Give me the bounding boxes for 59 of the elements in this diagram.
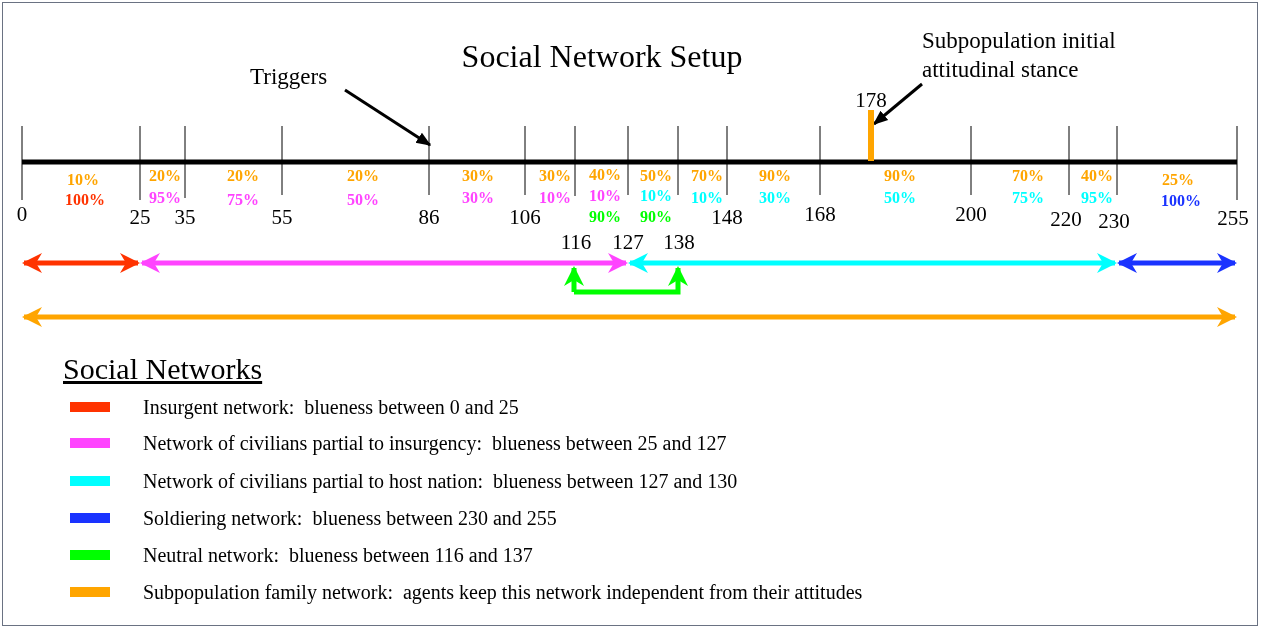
percentage-label: 20% xyxy=(226,167,260,185)
percentage-label: 95% xyxy=(148,189,182,207)
percentage-label: 30% xyxy=(758,189,792,207)
percentage-label: 20% xyxy=(148,167,182,185)
percentage-label: 75% xyxy=(1011,189,1045,207)
percentage-label: 20% xyxy=(346,167,380,185)
scale-number: 148 xyxy=(710,205,744,229)
percentage-label: 90% xyxy=(639,208,673,226)
scale-number: 138 xyxy=(662,230,696,254)
leader-arrow xyxy=(344,88,432,147)
percentage-label: 100% xyxy=(1160,192,1202,210)
legend-text: Insurgent network: blueness between 0 and 25 xyxy=(143,395,519,419)
percentage-label: 50% xyxy=(883,189,917,207)
legend-text: Subpopulation family network: agents keep this network independent from their attitudes xyxy=(143,580,863,604)
percentage-label: 50% xyxy=(346,191,380,209)
percentage-label: 10% xyxy=(66,171,100,189)
scale-number: 230 xyxy=(1097,209,1131,233)
legend-text: Soldiering network: blueness between 230 and 255 xyxy=(143,506,557,530)
percentage-label: 30% xyxy=(461,189,495,207)
scale-number: 178 xyxy=(854,88,888,112)
scale-number: 255 xyxy=(1216,206,1250,230)
scale-number: 35 xyxy=(173,205,197,229)
scale-number: 25 xyxy=(128,205,152,229)
percentage-label: 90% xyxy=(588,208,622,226)
percentage-label: 70% xyxy=(1011,167,1045,185)
scale-number: 168 xyxy=(803,202,837,226)
percentage-label: 70% xyxy=(690,167,724,185)
legend-text: Network of civilians partial to host nation: blueness between 127 and 130 xyxy=(143,469,738,493)
annotation-text: Subpopulation initial attitudinal stance xyxy=(922,26,1162,84)
annotation-text: Triggers xyxy=(250,62,345,90)
leader-arrow xyxy=(872,82,923,126)
diagram-title: Social Network Setup xyxy=(460,37,744,76)
scale-number: 0 xyxy=(15,202,29,226)
scale-number: 106 xyxy=(508,205,542,229)
scale-number: 86 xyxy=(417,205,441,229)
scale-number: 116 xyxy=(559,230,593,254)
scale-number: 55 xyxy=(270,205,294,229)
percentage-label: 30% xyxy=(538,167,572,185)
percentage-label: 25% xyxy=(1161,171,1195,189)
percentage-label: 10% xyxy=(639,187,673,205)
percentage-label: 50% xyxy=(639,167,673,185)
percentage-label: 10% xyxy=(538,189,572,207)
percentage-label: 90% xyxy=(758,167,792,185)
percentage-label: 95% xyxy=(1080,189,1114,207)
percentage-label: 75% xyxy=(226,191,260,209)
percentage-label: 90% xyxy=(883,167,917,185)
legend-text: Network of civilians partial to insurgency: blueness between 25 and 127 xyxy=(143,431,727,455)
scale-number: 220 xyxy=(1049,207,1083,231)
percentage-label: 40% xyxy=(588,166,622,184)
percentage-label: 30% xyxy=(461,167,495,185)
percentage-label: 100% xyxy=(64,191,106,209)
legend-text: Neutral network: blueness between 116 and 137 xyxy=(143,543,533,567)
legend-heading: Social Networks xyxy=(63,351,263,387)
percentage-label: 10% xyxy=(690,189,724,207)
stance-marker xyxy=(868,110,874,161)
percentage-label: 10% xyxy=(588,187,622,205)
scale-number: 127 xyxy=(611,230,645,254)
scale-number: 200 xyxy=(954,202,988,226)
percentage-label: 40% xyxy=(1080,167,1114,185)
